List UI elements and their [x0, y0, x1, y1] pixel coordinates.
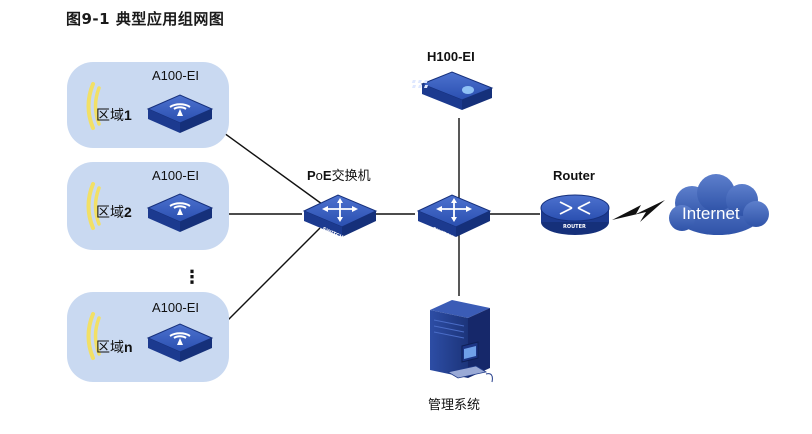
- switch-icon: [303, 194, 377, 238]
- zone-background: [67, 62, 229, 148]
- zone-background: [67, 292, 229, 382]
- zone-label: 区域2: [96, 204, 132, 220]
- management-server: 管理系统: [428, 300, 493, 412]
- cloud-icon: [669, 174, 769, 235]
- zone-1: 区域1 A100-EI: [67, 62, 229, 148]
- wifi-signal-icon: [86, 82, 101, 130]
- management-label: 管理系统: [428, 397, 480, 412]
- router-icon: ROUTER: [540, 194, 610, 235]
- link-zonen-poe: [212, 227, 321, 336]
- zone-label: 区域1: [96, 107, 132, 123]
- ap-label: A100-EI: [152, 68, 199, 83]
- ap-label: A100-EI: [152, 300, 199, 315]
- poe-switch-label: PoE交换机: [307, 168, 371, 183]
- internet-label: Internet: [682, 204, 740, 223]
- ellipsis-marker: ⋮: [183, 267, 201, 287]
- wifi-signal-icon: [86, 182, 101, 230]
- server-icon: [430, 300, 493, 383]
- router-label: Router: [553, 168, 595, 183]
- core-switch: SWITCH: [417, 194, 491, 241]
- wan-link-icon: [612, 200, 665, 222]
- switch-icon: [417, 194, 491, 238]
- link-zone1-poe: [212, 124, 334, 213]
- links: [212, 118, 540, 336]
- wifi-signal-icon: [86, 312, 101, 360]
- internet-cloud: Internet: [669, 174, 769, 235]
- zone-2: 区域2 A100-EI: [67, 162, 229, 250]
- controller-label: H100-EI: [427, 49, 475, 64]
- zone-label: 区域n: [96, 339, 133, 355]
- zone-n: 区域n A100-EI: [67, 292, 229, 382]
- ap-label: A100-EI: [152, 168, 199, 183]
- poe-switch: PoE交换机 SWITCH: [303, 168, 377, 241]
- figure-title: 图9-1 典型应用组网图: [66, 10, 225, 28]
- controller-device: H100-EI: [411, 49, 494, 110]
- router-device: Router ROUTER: [540, 168, 610, 235]
- controller-icon: [411, 71, 494, 110]
- router-badge: ROUTER: [563, 224, 586, 230]
